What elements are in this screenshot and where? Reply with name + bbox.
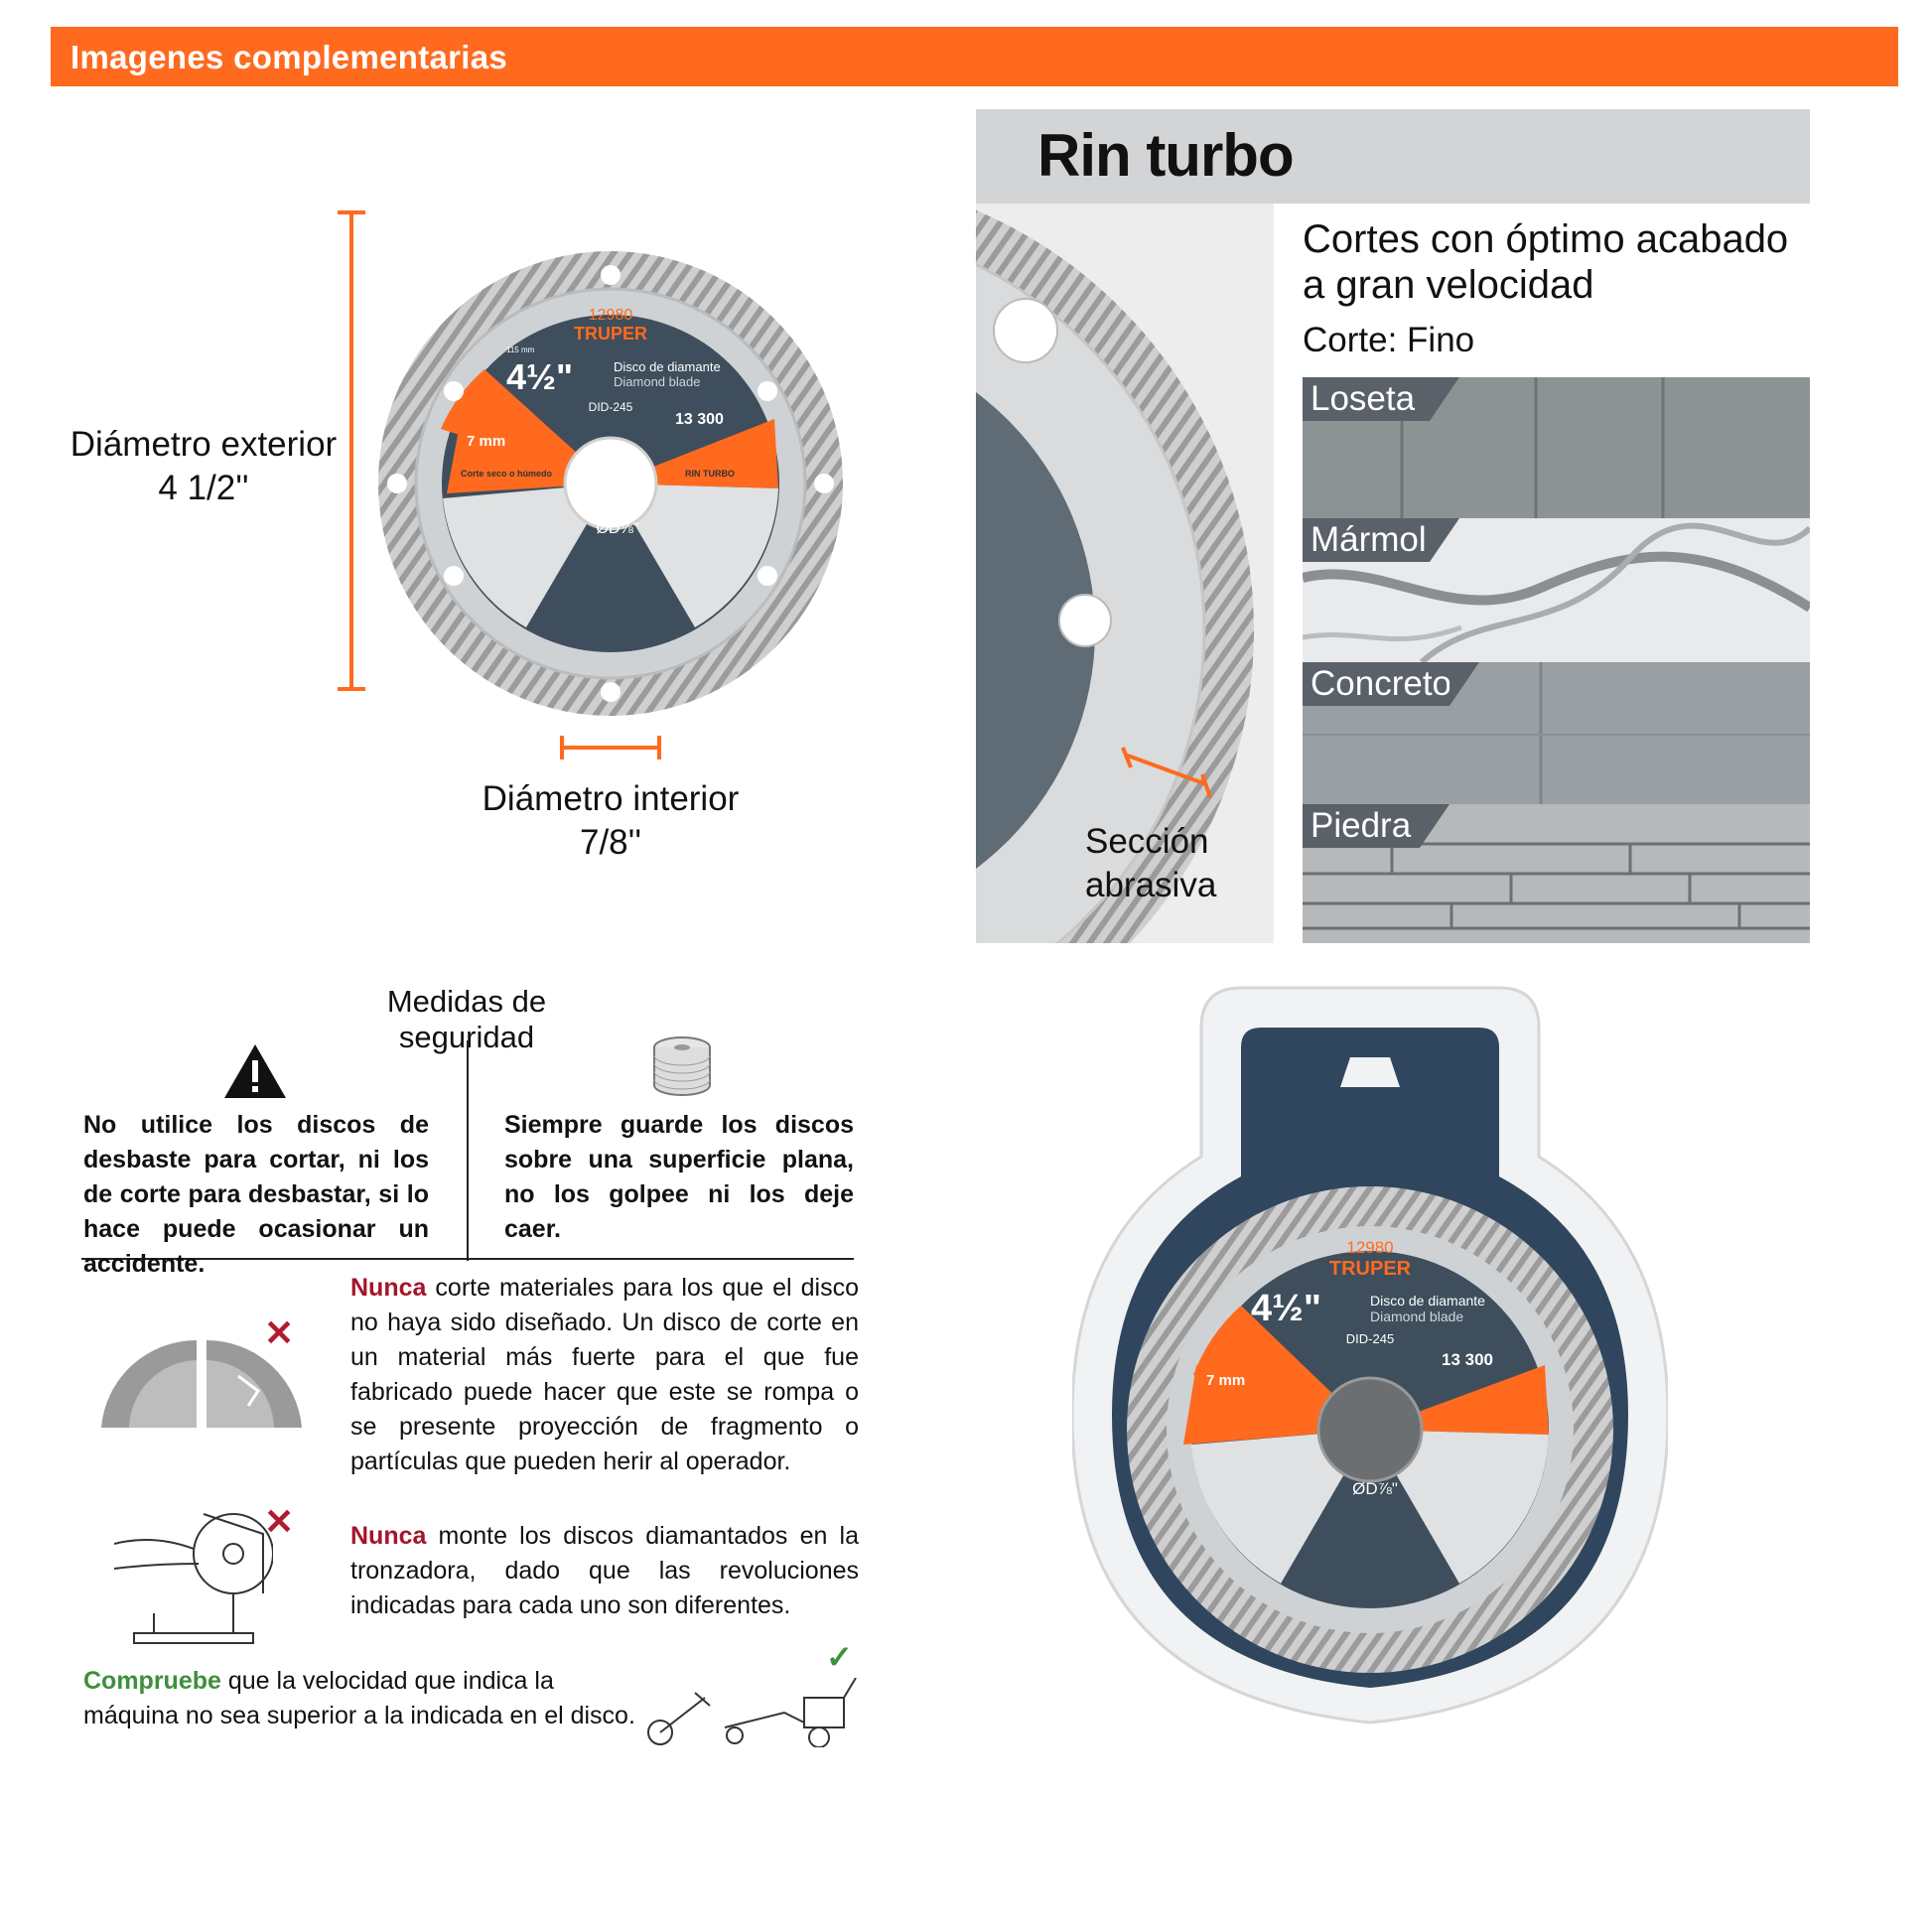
- package-rpm: 13 300: [1442, 1350, 1493, 1369]
- disc-brand: TRUPER: [574, 324, 647, 344]
- outer-diameter-title: Diámetro exterior: [69, 425, 338, 464]
- disc-arbor-value: ØD⅞": [596, 520, 638, 537]
- allowed-check-icon: ✓: [826, 1639, 853, 1675]
- safety-item-5-emphasis: Compruebe: [83, 1667, 221, 1695]
- material-label-marble: Mármol: [1303, 518, 1459, 562]
- disc-name-es: Disco de diamante: [614, 359, 721, 374]
- package-disc-name-es: Disco de diamante: [1370, 1293, 1485, 1309]
- abrasive-section-label: Sección abrasiva: [1085, 822, 1217, 904]
- rin-closeup-image: [976, 204, 1274, 943]
- safety-item-3-text: corte materiales para los que el disco n…: [350, 1274, 859, 1475]
- safety-column-divider: [467, 1040, 469, 1261]
- material-marble: Mármol: [1303, 518, 1810, 662]
- inner-diameter-cap-right: [657, 736, 661, 759]
- material-stone: Piedra: [1303, 804, 1810, 943]
- package-band-value: 7 mm: [1206, 1372, 1245, 1389]
- broken-disc-illustration: [101, 1339, 302, 1428]
- cutoff-saw-illustration: [114, 1513, 273, 1644]
- outer-diameter-label: Diámetro exterior 4 1/2'': [60, 423, 347, 510]
- disc-size: 4½": [506, 356, 573, 397]
- disc-code: 12980: [589, 307, 633, 324]
- material-label-tile: Loseta: [1303, 377, 1459, 421]
- not-allowed-icon: ✕: [264, 1312, 295, 1353]
- safety-item-5-text: que la velocidad que indica la máquina n…: [83, 1667, 635, 1729]
- outer-diameter-cap-top: [338, 210, 365, 214]
- package-disc-code: 12980: [1346, 1238, 1393, 1257]
- inner-diameter-line: [562, 746, 659, 750]
- package-disc-brand: TRUPER: [1329, 1258, 1412, 1280]
- safety-item-3-emphasis: Nunca: [350, 1274, 427, 1302]
- material-label-stone: Piedra: [1303, 804, 1449, 848]
- section-header: Imagenes complementarias: [51, 27, 1898, 86]
- rin-turbo-subtitle: Cortes con óptimo acabado a gran velocid…: [1303, 217, 1789, 307]
- safety-item-3: Nunca corte materiales para los que el d…: [350, 1271, 859, 1479]
- section-title: Imagenes complementarias: [70, 39, 508, 75]
- safety-row-divider: [81, 1258, 854, 1260]
- safety-title: Medidas de seguridad: [386, 984, 547, 1054]
- disc-model: DID-245: [589, 400, 633, 414]
- safety-item-1: No utilice los discos de desbaste para c…: [83, 1111, 429, 1278]
- package-arbor-value: ØD⅞": [1352, 1479, 1398, 1498]
- material-tile: Loseta: [1303, 377, 1810, 521]
- disc-stack-icon: [653, 1036, 711, 1096]
- disc-rpm: 13 300: [675, 411, 724, 428]
- inner-diameter-value: 7/8'': [579, 823, 642, 862]
- rin-turbo-title: Rin turbo: [1037, 122, 1295, 189]
- disc-band-value: 7 mm: [467, 433, 505, 450]
- package-disc-model: DID-245: [1346, 1331, 1394, 1346]
- outer-diameter-line: [349, 212, 353, 689]
- package-disc-name-en: Diamond blade: [1370, 1309, 1463, 1324]
- outer-diameter-value: 4 1/2'': [158, 469, 249, 507]
- safety-item-4-text: monte los discos diamantados en la tronz…: [350, 1522, 859, 1619]
- disc-dry-label: Corte seco o húmedo: [461, 469, 553, 479]
- not-allowed-icon-2: ✕: [264, 1501, 295, 1542]
- disc-rim-es: RIN TURBO: [685, 469, 735, 479]
- warning-icon: [224, 1044, 286, 1098]
- inner-diameter-cap-left: [560, 736, 564, 759]
- safety-item-4-emphasis: Nunca: [350, 1522, 427, 1550]
- power-tools-illustration: [647, 1678, 857, 1747]
- safety-item-4: Nunca monte los discos diamantados en la…: [350, 1519, 859, 1623]
- product-disc-image: 12980 TRUPER 4½" 115 mm Disco de diamant…: [378, 251, 843, 716]
- inner-diameter-title: Diámetro interior: [482, 779, 740, 818]
- inner-diameter-label: Diámetro interior 7/8'': [467, 777, 755, 865]
- product-package-image: 12980 TRUPER 4½" Disco de diamante Diamo…: [1072, 986, 1668, 1725]
- material-label-concrete: Concreto: [1303, 662, 1479, 706]
- package-disc-size: 4½": [1251, 1288, 1321, 1329]
- material-concrete: Concreto: [1303, 662, 1810, 806]
- disc-name-en: Diamond blade: [614, 374, 700, 389]
- rin-turbo-cut-type: Corte: Fino: [1303, 321, 1475, 359]
- outer-diameter-cap-bottom: [338, 687, 365, 691]
- rin-turbo-header: Rin turbo: [976, 109, 1810, 204]
- disc-size-mm: 115 mm: [506, 345, 535, 354]
- safety-item-2: Siempre guarde los discos sobre una supe…: [504, 1111, 854, 1243]
- disc-arbor-hole: [563, 436, 658, 531]
- safety-item-5: Compruebe que la velocidad que indica la…: [83, 1664, 639, 1733]
